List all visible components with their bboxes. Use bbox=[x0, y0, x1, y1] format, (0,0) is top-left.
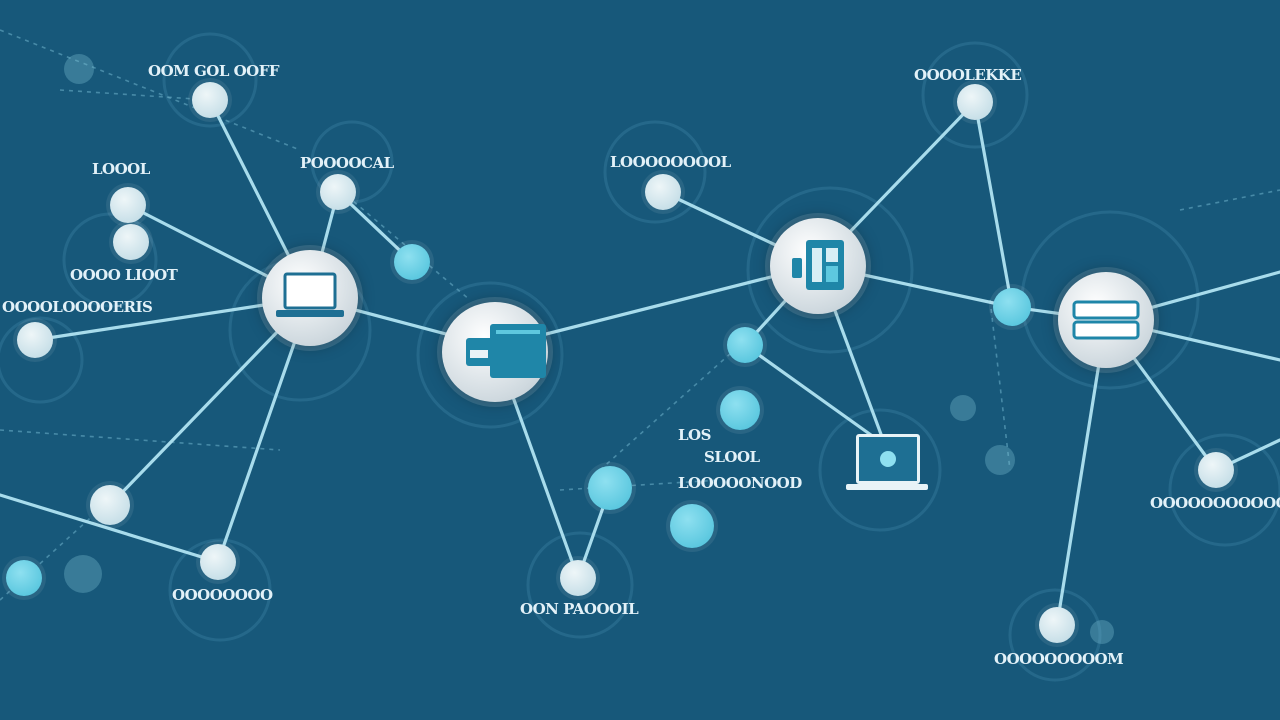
laptop-screen-icon[interactable] bbox=[856, 434, 920, 484]
node[interactable] bbox=[645, 174, 681, 210]
label-left-upper: LOOOL bbox=[92, 160, 150, 178]
node[interactable] bbox=[17, 322, 53, 358]
node[interactable] bbox=[110, 187, 146, 223]
label-left-lower: OOOOLOOOOERIS bbox=[2, 298, 153, 316]
label-top-right: OOOOLEKKE bbox=[914, 66, 1022, 84]
node[interactable] bbox=[993, 288, 1031, 326]
node[interactable] bbox=[394, 244, 430, 280]
storage-icon bbox=[1072, 300, 1140, 340]
laptop-base bbox=[846, 484, 928, 490]
node[interactable] bbox=[200, 544, 236, 580]
node bbox=[64, 54, 94, 84]
hub-dashboard-panel[interactable] bbox=[770, 218, 866, 314]
laptop-icon bbox=[276, 272, 344, 317]
dashboard-panel-icon bbox=[792, 240, 844, 290]
label-top-left: OOM GOL OOFF bbox=[148, 62, 280, 80]
node[interactable] bbox=[727, 327, 763, 363]
label-bottom-left: OOOOOOOO bbox=[172, 586, 273, 604]
server-card-icon bbox=[466, 324, 546, 378]
node bbox=[1090, 620, 1114, 644]
node[interactable] bbox=[192, 82, 228, 118]
hub-server-card[interactable] bbox=[442, 302, 548, 402]
label-center-2: SLOOL bbox=[704, 448, 760, 466]
node[interactable] bbox=[957, 84, 993, 120]
label-center-1: LOS bbox=[678, 426, 711, 444]
label-right-mid: OOOOOOOOOOO bbox=[1150, 494, 1280, 512]
node[interactable] bbox=[1039, 607, 1075, 643]
node[interactable] bbox=[6, 560, 42, 596]
label-center-3: LOOOOONOOD bbox=[678, 474, 802, 492]
label-bottom-center: OON PAOOOIL bbox=[520, 600, 639, 618]
label-upper-mid-left: POOOOCAL bbox=[300, 154, 394, 172]
hub-laptop[interactable] bbox=[262, 250, 358, 346]
node[interactable] bbox=[1198, 452, 1234, 488]
node[interactable] bbox=[320, 174, 356, 210]
dashed-links bbox=[0, 29, 1280, 601]
node[interactable] bbox=[113, 224, 149, 260]
label-upper-center: LOOOOOOOOL bbox=[610, 153, 731, 171]
node[interactable] bbox=[720, 390, 760, 430]
hub-storage[interactable] bbox=[1058, 272, 1154, 368]
node[interactable] bbox=[670, 504, 714, 548]
decorative-rings bbox=[0, 32, 1280, 682]
label-left-mid: OOOO LIOOT bbox=[70, 266, 178, 284]
node[interactable] bbox=[560, 560, 596, 596]
node[interactable] bbox=[90, 485, 130, 525]
node bbox=[64, 555, 102, 593]
screen-dot-icon bbox=[880, 451, 896, 467]
label-bottom-right: OOOOOOOOOM bbox=[994, 650, 1124, 668]
node[interactable] bbox=[588, 466, 632, 510]
node bbox=[985, 445, 1015, 475]
node bbox=[950, 395, 976, 421]
